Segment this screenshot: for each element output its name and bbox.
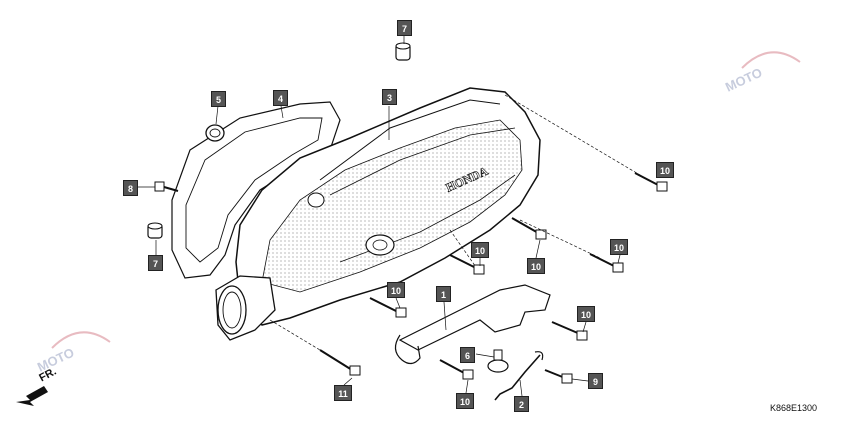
diagram-reference-code: K868E1300 <box>770 403 818 413</box>
bolt-part-9 <box>544 369 573 384</box>
bolt-part-8 <box>154 181 179 192</box>
stay-part-2 <box>494 351 544 401</box>
callout-part-10: 10 <box>471 242 489 258</box>
callout-part-8: 8 <box>123 180 138 196</box>
callout-part-10: 10 <box>527 258 545 274</box>
watermark-top-right: MOTO <box>723 51 801 95</box>
callout-part-10: 10 <box>577 306 595 322</box>
callout-part-5: 5 <box>211 91 226 107</box>
callout-part-2: 2 <box>514 396 529 412</box>
callout-part-6: 6 <box>460 347 475 363</box>
bolts-part-10 <box>269 94 668 380</box>
front-direction-arrow <box>16 386 48 406</box>
dowel-pin-part-7-left <box>147 222 163 239</box>
leader-lines <box>138 36 665 397</box>
seal-part-5 <box>205 124 225 142</box>
watermark-text: MOTO <box>723 65 764 95</box>
callout-part-10: 10 <box>610 239 628 255</box>
grommet-part-6 <box>487 349 509 373</box>
callout-part-7: 7 <box>148 255 163 271</box>
gasket-part-4 <box>171 101 341 279</box>
callout-part-7: 7 <box>397 20 412 36</box>
callout-part-10: 10 <box>387 282 405 298</box>
callout-part-3: 3 <box>382 89 397 105</box>
left-crankcase-cover-part-3: HONDA <box>235 87 541 326</box>
callout-part-11: 11 <box>334 385 352 401</box>
intake-duct <box>215 275 276 341</box>
bracket-part-1 <box>394 284 551 365</box>
callout-part-9: 9 <box>588 373 603 389</box>
callout-part-1: 1 <box>436 286 451 302</box>
dowel-pin-part-7-top <box>395 42 411 61</box>
callout-part-10: 10 <box>656 162 674 178</box>
callout-part-4: 4 <box>273 90 288 106</box>
callout-part-10: 10 <box>456 393 474 409</box>
